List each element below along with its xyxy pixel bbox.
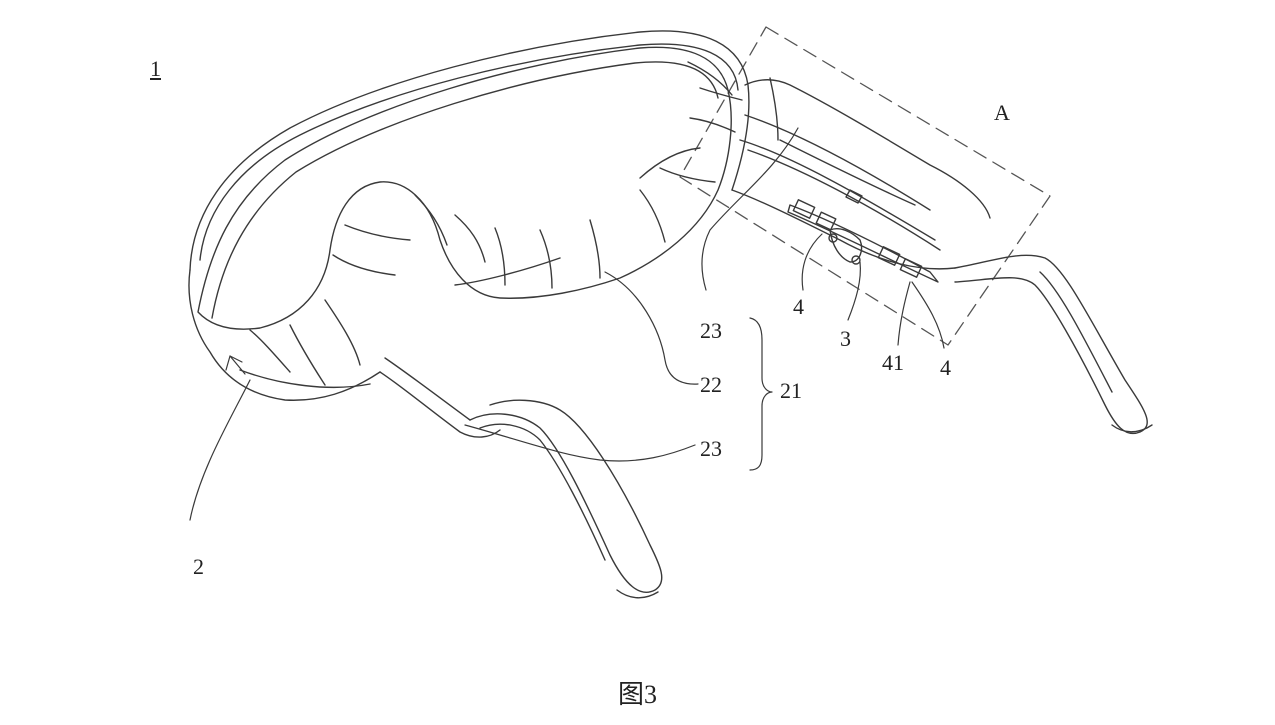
detail-region-a-box — [679, 26, 1051, 346]
leader-lines — [189, 127, 945, 521]
label-21: 21 — [780, 378, 802, 403]
label-2: 2 — [193, 554, 204, 579]
label-region-a: A — [994, 100, 1010, 125]
left-strap-arm — [469, 399, 663, 599]
label-3: 3 — [840, 326, 851, 351]
label-23-top: 23 — [700, 318, 722, 343]
control-strip — [787, 189, 939, 283]
top-band — [739, 77, 991, 251]
cushion-contours — [239, 61, 743, 388]
figure-caption: 图3 — [618, 680, 658, 709]
eye-recess — [197, 46, 732, 330]
label-4-left: 4 — [793, 294, 804, 319]
mask-outer-shell — [188, 30, 750, 401]
label-23-bottom: 23 — [700, 436, 722, 461]
label-4-right: 4 — [940, 355, 951, 380]
label-41: 41 — [882, 350, 904, 375]
label-22: 22 — [700, 372, 722, 397]
label-device-1: 1 — [150, 56, 161, 81]
right-strap-arm — [954, 254, 1153, 435]
